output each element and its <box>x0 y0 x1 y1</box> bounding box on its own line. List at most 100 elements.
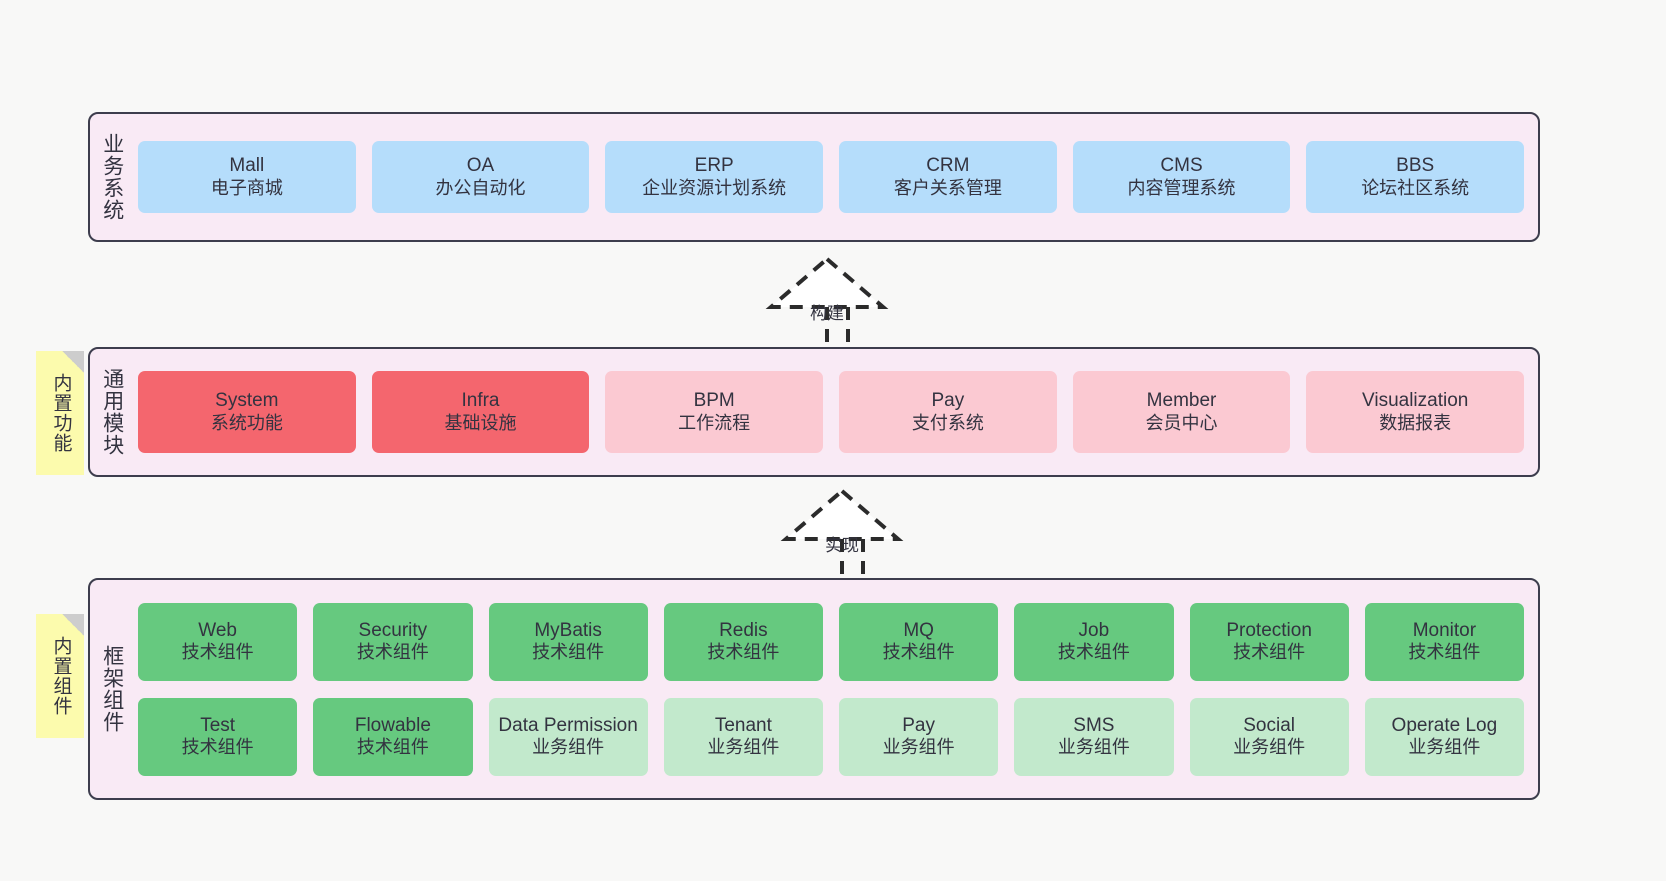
component-cn-label: 技术组件 <box>356 737 429 758</box>
component-cn-label: 业务组件 <box>1408 737 1481 758</box>
component-box-pay[interactable]: Pay 业务组件 <box>839 697 999 776</box>
component-en-label: Pay <box>902 714 935 736</box>
component-box-web[interactable]: Web 技术组件 <box>138 602 298 681</box>
module-en-label: Member <box>1146 390 1217 412</box>
connector-build: 构建 <box>747 255 907 351</box>
module-box-member[interactable]: Member 会员中心 <box>1072 371 1291 453</box>
module-en-label: CRM <box>926 155 970 177</box>
component-box-mybatis[interactable]: MyBatis 技术组件 <box>488 602 648 681</box>
component-cn-label: 业务组件 <box>707 737 780 758</box>
component-en-label: Web <box>198 619 237 641</box>
module-box-cms[interactable]: CMS 内容管理系统 <box>1072 141 1291 213</box>
module-box-crm[interactable]: CRM 客户关系管理 <box>839 141 1057 213</box>
common-row: System 系统功能 Infra 基础设施 BPM 工作流程 Pay 支付系统… <box>138 371 1525 453</box>
module-en-label: ERP <box>694 155 734 177</box>
component-en-label: MQ <box>903 619 934 641</box>
module-cn-label: 电子商城 <box>210 177 283 198</box>
component-cn-label: 技术组件 <box>181 642 254 663</box>
module-box-bbs[interactable]: BBS 论坛社区系统 <box>1306 141 1525 213</box>
layer-business-title: 业务系统 <box>100 133 124 221</box>
component-cn-label: 技术组件 <box>1233 642 1306 663</box>
module-box-pay[interactable]: Pay 支付系统 <box>839 371 1057 453</box>
component-cn-label: 技术组件 <box>1408 642 1481 663</box>
component-box-social[interactable]: Social 业务组件 <box>1189 697 1349 776</box>
component-en-label: Tenant <box>714 714 772 736</box>
module-en-label: BPM <box>693 390 735 412</box>
component-box-tenant[interactable]: Tenant 业务组件 <box>663 697 823 776</box>
module-en-label: Visualization <box>1362 390 1469 412</box>
component-box-job[interactable]: Job 技术组件 <box>1014 602 1174 681</box>
component-en-label: Redis <box>719 619 768 641</box>
module-cn-label: 会员中心 <box>1145 412 1218 433</box>
component-box-security[interactable]: Security 技术组件 <box>313 602 473 681</box>
component-en-label: Data Permission <box>498 714 638 736</box>
component-en-label: Security <box>358 619 428 641</box>
module-en-label: CMS <box>1160 155 1203 177</box>
layer-framework-title: 框架组件 <box>100 645 124 733</box>
component-en-label: Flowable <box>354 714 431 736</box>
component-en-label: MyBatis <box>534 619 602 641</box>
component-box-redis[interactable]: Redis 技术组件 <box>663 602 823 681</box>
component-box-test[interactable]: Test 技术组件 <box>138 697 298 776</box>
module-box-bpm[interactable]: BPM 工作流程 <box>605 371 824 453</box>
connector-implement-label: 实现 <box>825 536 859 555</box>
component-en-label: Job <box>1078 619 1110 641</box>
component-cn-label: 技术组件 <box>181 737 254 758</box>
component-en-label: Test <box>200 714 236 736</box>
module-box-system[interactable]: System 系统功能 <box>138 371 356 453</box>
sticky-fold-icon <box>62 614 84 636</box>
layer-business-system[interactable]: 业务系统 Mall 电子商城 OA 办公自动化 ERP 企业资源计划系统 CRM… <box>88 112 1540 242</box>
component-box-data-permission[interactable]: Data Permission 业务组件 <box>488 697 648 776</box>
module-en-label: OA <box>466 155 495 177</box>
sticky-note-builtin-features: 内置功能 <box>36 351 84 475</box>
component-en-label: Monitor <box>1412 619 1477 641</box>
generalization-triangle-head <box>780 488 904 541</box>
module-cn-label: 支付系统 <box>911 412 984 433</box>
component-cn-label: 业务组件 <box>1233 737 1306 758</box>
sticky-fold-icon <box>62 351 84 373</box>
module-box-oa[interactable]: OA 办公自动化 <box>371 141 590 213</box>
component-cn-label: 业务组件 <box>882 737 955 758</box>
component-en-label: SMS <box>1073 714 1115 736</box>
component-cn-label: 技术组件 <box>356 642 429 663</box>
component-box-operate-log[interactable]: Operate Log 业务组件 <box>1364 697 1524 776</box>
component-cn-label: 业务组件 <box>532 737 605 758</box>
module-cn-label: 企业资源计划系统 <box>642 177 787 198</box>
layer-framework-body: Web 技术组件 Security 技术组件 MyBatis 技术组件 Redi… <box>134 580 1538 798</box>
sticky-note-label: 内置功能 <box>50 373 72 453</box>
module-en-label: Mall <box>229 155 265 177</box>
generalization-triangle-head <box>765 256 889 309</box>
module-box-mall[interactable]: Mall 电子商城 <box>138 141 356 213</box>
sticky-note-builtin-components: 内置组件 <box>36 614 84 738</box>
component-en-label: Operate Log <box>1391 714 1498 736</box>
module-box-erp[interactable]: ERP 企业资源计划系统 <box>605 141 824 213</box>
component-en-label: Social <box>1243 714 1295 736</box>
module-box-infra[interactable]: Infra 基础设施 <box>371 371 590 453</box>
module-cn-label: 基础设施 <box>444 412 517 433</box>
module-cn-label: 客户关系管理 <box>893 177 1002 198</box>
connector-implement: 实现 <box>762 487 922 583</box>
component-cn-label: 技术组件 <box>1057 642 1130 663</box>
component-box-flowable[interactable]: Flowable 技术组件 <box>313 697 473 776</box>
module-cn-label: 数据报表 <box>1379 412 1452 433</box>
component-cn-label: 业务组件 <box>1057 737 1130 758</box>
sticky-note-label: 内置组件 <box>50 636 72 716</box>
module-box-visualization[interactable]: Visualization 数据报表 <box>1306 371 1525 453</box>
module-en-label: Infra <box>461 390 500 412</box>
layer-common-title: 通用模块 <box>100 368 124 456</box>
component-cn-label: 技术组件 <box>532 642 605 663</box>
module-cn-label: 论坛社区系统 <box>1361 177 1470 198</box>
component-box-monitor[interactable]: Monitor 技术组件 <box>1364 602 1524 681</box>
layer-common-body: System 系统功能 Infra 基础设施 BPM 工作流程 Pay 支付系统… <box>134 349 1538 475</box>
component-box-mq[interactable]: MQ 技术组件 <box>839 602 999 681</box>
component-box-sms[interactable]: SMS 业务组件 <box>1014 697 1174 776</box>
business-row: Mall 电子商城 OA 办公自动化 ERP 企业资源计划系统 CRM 客户关系… <box>138 141 1525 213</box>
component-box-protection[interactable]: Protection 技术组件 <box>1189 602 1349 681</box>
layer-common-module[interactable]: 通用模块 System 系统功能 Infra 基础设施 BPM 工作流程 Pay… <box>88 347 1540 477</box>
module-cn-label: 办公自动化 <box>435 177 526 198</box>
framework-row-tech: Web 技术组件 Security 技术组件 MyBatis 技术组件 Redi… <box>138 602 1524 681</box>
layer-framework-component[interactable]: 框架组件 Web 技术组件 Security 技术组件 MyBatis 技术组件… <box>88 578 1540 800</box>
component-en-label: Protection <box>1226 619 1312 641</box>
framework-row-biz: Test 技术组件 Flowable 技术组件 Data Permission … <box>138 697 1524 776</box>
component-cn-label: 技术组件 <box>882 642 955 663</box>
